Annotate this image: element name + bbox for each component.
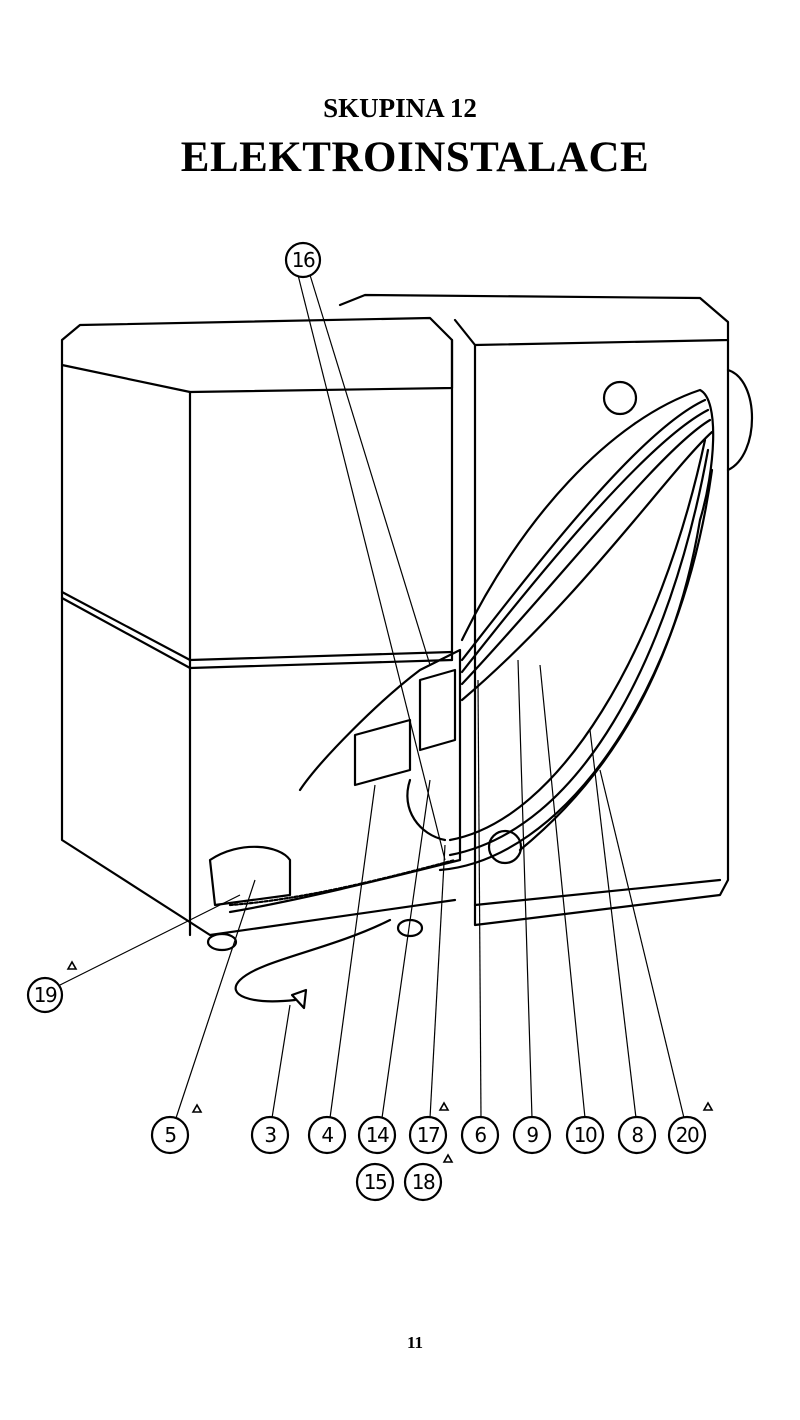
left-cabinet — [60, 316, 457, 952]
svg-text:9: 9 — [526, 1123, 538, 1147]
callout-17: 17 — [408, 1115, 448, 1155]
callout-5: 5 — [150, 1115, 190, 1155]
svg-text:16: 16 — [292, 248, 315, 272]
svg-text:15: 15 — [364, 1170, 386, 1194]
callout-3: 3 — [250, 1115, 290, 1155]
cable-harness — [208, 388, 715, 1010]
callout-8: 8 — [617, 1115, 657, 1155]
callout-9: 9 — [512, 1115, 552, 1155]
callout-10: 10 — [565, 1115, 605, 1155]
svg-text:19: 19 — [34, 983, 57, 1007]
svg-text:6: 6 — [474, 1123, 486, 1147]
callout-20: 20 — [667, 1115, 707, 1155]
svg-text:18: 18 — [412, 1170, 435, 1194]
callout-16: 16 — [284, 241, 322, 279]
page-number: 11 — [406, 1333, 424, 1352]
triangle-marks — [66, 960, 714, 1163]
svg-text:17: 17 — [417, 1123, 440, 1147]
callout-15: 15 — [355, 1162, 395, 1202]
callout-19: 19 — [26, 976, 64, 1014]
right-cabinet — [338, 293, 754, 927]
callout-14: 14 — [357, 1115, 397, 1155]
page-title: ELEKTROINSTALACE — [180, 134, 650, 181]
callout-6: 6 — [460, 1115, 500, 1155]
svg-text:4: 4 — [321, 1123, 333, 1147]
svg-text:14: 14 — [366, 1123, 389, 1147]
svg-text:10: 10 — [574, 1123, 597, 1147]
group-heading: SKUPINA 12 — [323, 93, 477, 123]
svg-text:5: 5 — [164, 1123, 175, 1147]
leader-lines — [59, 274, 685, 1119]
callout-4: 4 — [307, 1115, 347, 1155]
svg-text:3: 3 — [264, 1123, 276, 1147]
svg-text:8: 8 — [631, 1123, 643, 1147]
callout-18: 18 — [403, 1162, 443, 1202]
svg-text:20: 20 — [676, 1123, 699, 1147]
